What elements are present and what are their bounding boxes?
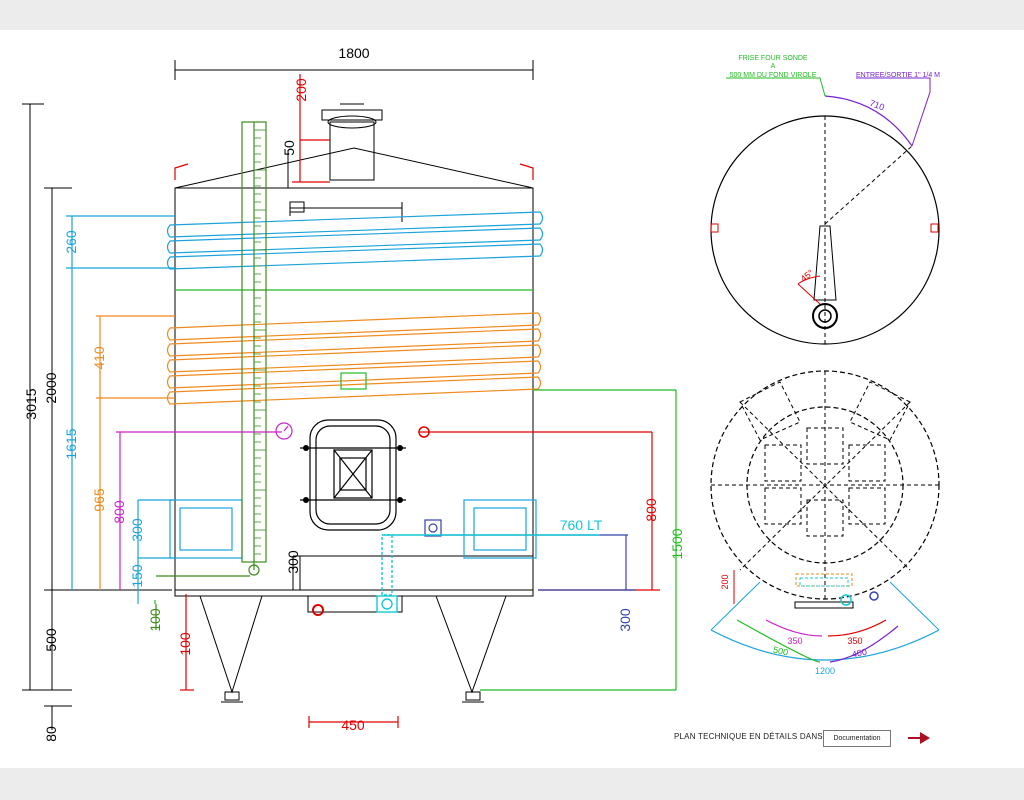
dim-body-height: 2000 bbox=[43, 372, 59, 403]
documentation-button[interactable]: Documentation bbox=[823, 730, 891, 747]
cyan-outlet bbox=[376, 534, 600, 613]
probe-note-line2: A bbox=[771, 63, 776, 70]
dim-cooling-height: 1615 bbox=[63, 428, 79, 459]
dim-orange-level: 965 bbox=[91, 488, 107, 512]
hinge-icon bbox=[303, 445, 309, 451]
green-markings bbox=[154, 289, 677, 691]
inlet-note: ENTREE/SORTIE 1" 1/4 M bbox=[856, 72, 940, 79]
orange-cooling-jacket bbox=[96, 312, 542, 590]
dim-overall-height: 3015 bbox=[23, 388, 39, 419]
bottom-dim-1200: 1200 bbox=[815, 666, 835, 676]
tank-outline bbox=[22, 60, 534, 730]
dim-outlet: 300 bbox=[285, 550, 301, 574]
dim-navy-valve: 300 bbox=[617, 608, 633, 632]
dim-blue-box: 300 bbox=[129, 518, 145, 542]
dim-legs: 500 bbox=[43, 628, 59, 652]
dim-magenta-level: 800 bbox=[111, 500, 127, 524]
dim-blue-jacket: 260 bbox=[63, 230, 79, 254]
bottom-dim-200: 200 bbox=[720, 574, 730, 589]
bottom-dim-400: 400 bbox=[851, 647, 868, 660]
blue-cooling-jacket bbox=[66, 211, 544, 604]
dim-green-total: 1500 bbox=[669, 528, 685, 559]
drain-valve-icon bbox=[312, 604, 324, 616]
dim-blue-offset: 150 bbox=[129, 564, 145, 588]
dim-red-valve: 800 bbox=[643, 498, 659, 522]
dim-green-offset: 100 bbox=[147, 608, 163, 632]
hinge-icon bbox=[303, 497, 309, 503]
drawing-sheet: 1800 3015 2000 500 80 50 300 200 800 100… bbox=[0, 30, 1024, 768]
dim-orange-jacket: 410 bbox=[91, 346, 107, 370]
bottom-dim-500: 500 bbox=[772, 645, 789, 658]
hinge-icon bbox=[397, 445, 403, 451]
magenta-markings bbox=[116, 422, 293, 590]
technical-drawing: 1800 3015 2000 500 80 50 300 200 800 100… bbox=[22, 45, 940, 742]
dim-top-width: 1800 bbox=[338, 45, 369, 61]
navy-markings bbox=[424, 519, 636, 591]
probe-note-line3: 500 MM DU FOND VIROLE bbox=[730, 72, 817, 79]
arc-710-label: 710 bbox=[868, 98, 886, 113]
dim-neck: 50 bbox=[281, 140, 297, 156]
arrow-right-icon[interactable] bbox=[906, 731, 932, 745]
dim-leg-spacing: 450 bbox=[341, 717, 365, 733]
red-markings bbox=[174, 74, 660, 728]
level-gauge bbox=[155, 121, 267, 630]
hinge-icon bbox=[397, 497, 403, 503]
bottom-dim-350-left: 350 bbox=[787, 636, 802, 646]
tech-plan-label: PLAN TECHNIQUE EN DÉTAILS DANS bbox=[674, 732, 823, 741]
level-gauge-ticks bbox=[254, 129, 266, 555]
top-view bbox=[710, 77, 940, 345]
dim-feet: 80 bbox=[43, 726, 59, 742]
dim-lid-height: 200 bbox=[293, 78, 309, 102]
bottom-view bbox=[710, 370, 940, 663]
manway-door bbox=[300, 419, 406, 531]
dim-red-drain: 100 bbox=[177, 632, 193, 656]
volume-label: 760 LT bbox=[560, 517, 603, 533]
valve-icon bbox=[418, 426, 430, 438]
probe-note-line1: FRISE FOUR SONDE bbox=[738, 55, 808, 62]
bottom-dim-350-right: 350 bbox=[847, 636, 862, 646]
